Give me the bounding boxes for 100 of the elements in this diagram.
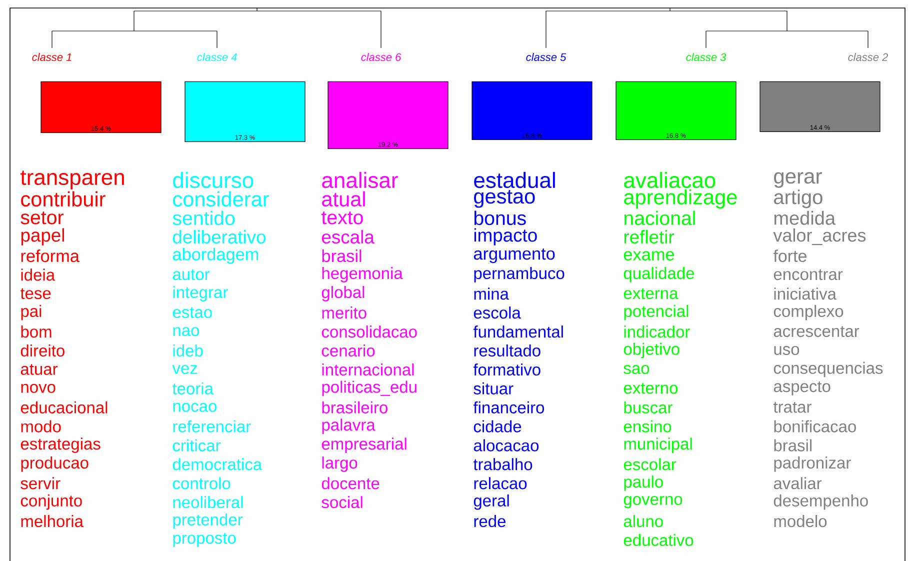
word: impacto xyxy=(474,228,537,246)
word: pretender xyxy=(173,513,243,529)
word: vez xyxy=(172,364,198,374)
word: desempenho xyxy=(774,494,868,510)
word: mina xyxy=(474,288,509,300)
word: qualidade xyxy=(624,267,694,282)
word: resultado xyxy=(474,344,540,357)
word: educacional xyxy=(20,401,108,414)
word: setor xyxy=(20,211,64,224)
word: pernambuco xyxy=(474,267,564,282)
word: melhoria xyxy=(21,515,84,528)
word: geral xyxy=(474,494,509,510)
word: trabalho xyxy=(473,458,532,470)
word: atuar xyxy=(20,364,58,375)
word: bonus xyxy=(474,210,526,226)
word: aspecto xyxy=(774,381,830,396)
class-label: classe 1 xyxy=(32,52,72,62)
word: hegemonia xyxy=(322,267,403,282)
word: complexo xyxy=(774,304,844,320)
word: conjunto xyxy=(20,494,82,510)
word: ideia xyxy=(21,268,56,281)
word: cidade xyxy=(474,420,522,432)
word: encontrar xyxy=(774,269,843,280)
word: referenciar xyxy=(173,420,251,432)
word: avaliacao xyxy=(624,172,716,188)
word: autor xyxy=(172,269,210,280)
word: empresarial xyxy=(322,438,406,453)
word: bonificacao xyxy=(774,420,856,432)
word: argumento xyxy=(474,248,555,264)
word: padronizar xyxy=(774,456,851,472)
word: estadual xyxy=(474,172,555,188)
word: democratica xyxy=(172,458,262,470)
word: estao xyxy=(172,307,212,318)
word: objetivo xyxy=(624,342,680,358)
word: aluno xyxy=(624,515,663,528)
word: novo xyxy=(21,384,56,393)
word: brasileiro xyxy=(322,401,388,414)
word: brasil xyxy=(322,249,362,262)
word: tese xyxy=(20,288,51,300)
word: acrescentar xyxy=(774,326,860,337)
word: consequencias xyxy=(774,362,883,378)
class-label: classe 2 xyxy=(848,52,888,62)
word: tratar xyxy=(773,402,812,413)
word: social xyxy=(322,496,362,508)
word: forte xyxy=(773,250,806,262)
word: nacional xyxy=(624,210,695,226)
word: teoria xyxy=(172,382,214,394)
word: indicador xyxy=(624,326,690,338)
word: ensino xyxy=(624,420,672,432)
word: discurso xyxy=(173,172,254,188)
word: buscar xyxy=(624,401,672,414)
word: aprendizage xyxy=(624,189,737,209)
word: artigo xyxy=(774,190,822,208)
word: avaliar xyxy=(774,477,822,490)
word: merito xyxy=(322,306,366,319)
word: sao xyxy=(624,364,650,374)
class-label: classe 6 xyxy=(361,52,402,62)
word: relacao xyxy=(474,477,527,490)
word: consolidacao xyxy=(322,326,417,338)
word: papel xyxy=(21,228,64,246)
word: governo xyxy=(624,496,682,508)
word: refletir xyxy=(624,230,674,244)
word: paulo xyxy=(624,476,663,491)
word: texto xyxy=(322,211,363,224)
word: direito xyxy=(20,344,64,357)
word: pai xyxy=(21,304,42,320)
word: integrar xyxy=(173,286,228,302)
word: escala xyxy=(322,230,374,244)
word: internacional xyxy=(322,363,414,376)
class-label: classe 3 xyxy=(686,52,726,62)
class-label: classe 4 xyxy=(197,52,237,62)
word: neoliberal xyxy=(173,496,243,508)
word: escolar xyxy=(624,458,676,470)
word: politicas_edu xyxy=(322,380,416,396)
word: escola xyxy=(474,306,521,319)
word: transparen xyxy=(20,170,124,190)
word: analisar xyxy=(322,172,398,188)
word: situar xyxy=(474,382,514,394)
word: proposto xyxy=(173,532,236,548)
word: financeiro xyxy=(473,401,544,414)
word: formativo xyxy=(473,363,540,376)
word: uso xyxy=(774,346,800,355)
word: estrategias xyxy=(20,438,100,453)
word: iniciativa xyxy=(774,288,836,300)
word: largo xyxy=(322,456,358,472)
word: abordagem xyxy=(172,248,258,264)
word: municipal xyxy=(624,438,692,453)
word: palavra xyxy=(322,418,376,434)
word: educativo xyxy=(624,534,694,546)
word: ideb xyxy=(173,344,203,357)
word: gerar xyxy=(774,172,822,188)
word: exame xyxy=(624,251,674,260)
word: criticar xyxy=(172,439,220,452)
word: contribuir xyxy=(21,191,106,207)
word: atual xyxy=(322,191,365,207)
word: valor_acres xyxy=(773,228,866,246)
word: docente xyxy=(322,477,380,490)
word: modo xyxy=(21,420,61,432)
word: nocao xyxy=(173,402,216,412)
word: medida xyxy=(774,210,836,225)
